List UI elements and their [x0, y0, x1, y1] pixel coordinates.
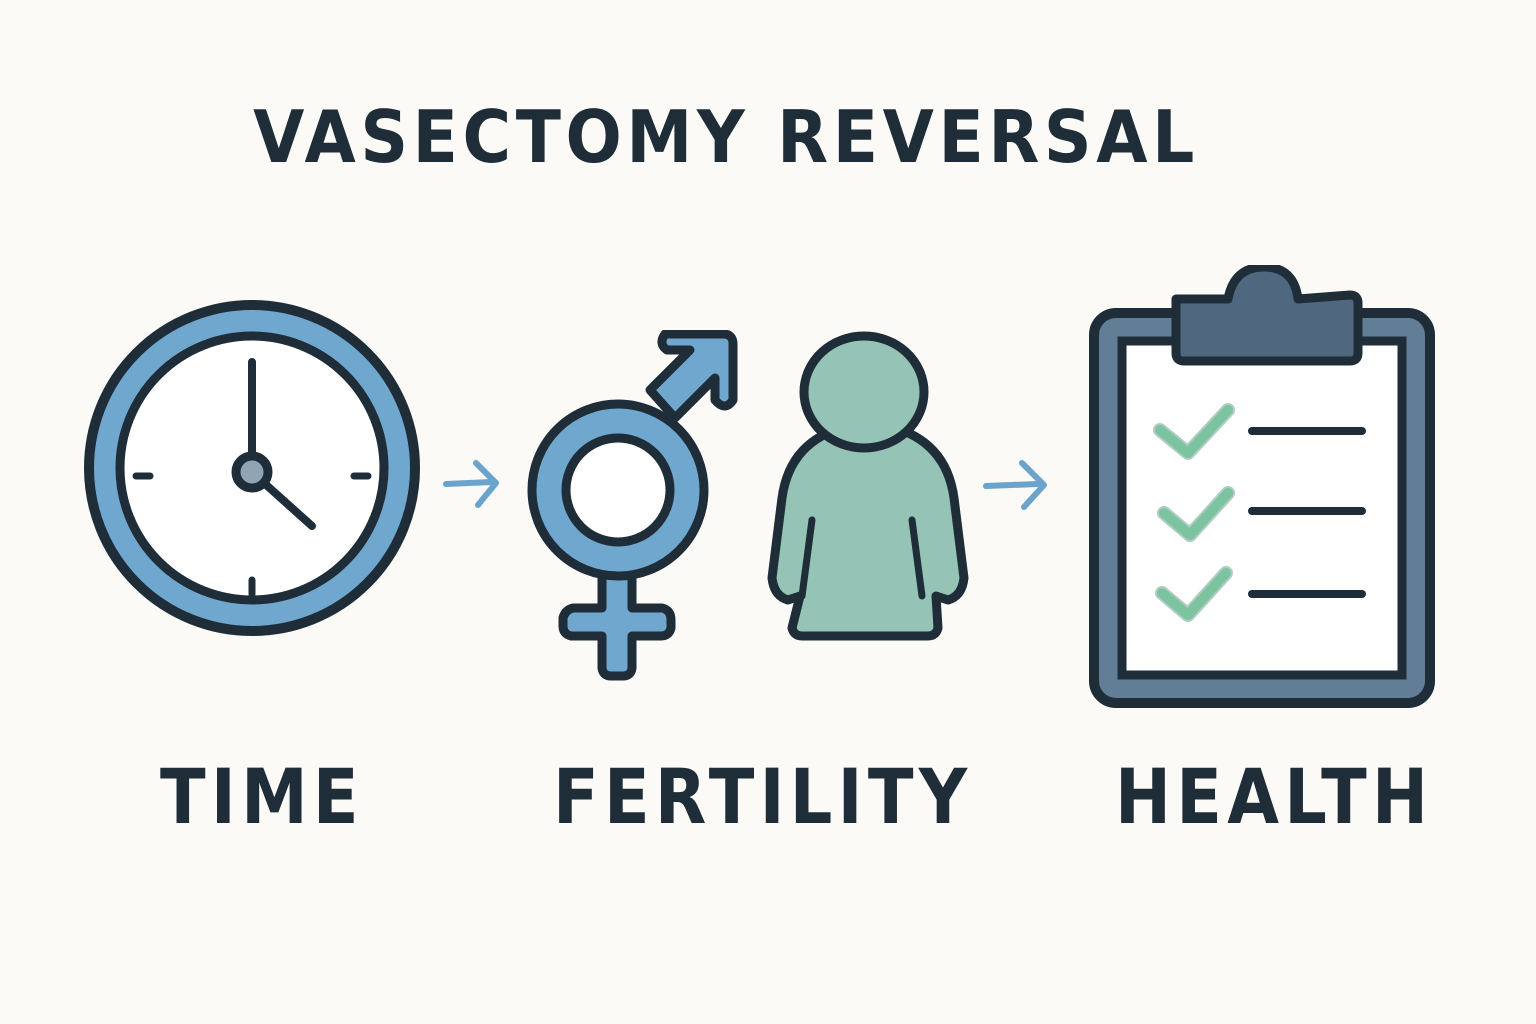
- gender-symbol-icon: [527, 330, 738, 681]
- person-icon: [767, 331, 969, 641]
- step-label-health: HEALTH: [1115, 752, 1477, 842]
- arrow-right-icon: [443, 460, 499, 508]
- step-label-fertility: FERTILITY: [553, 752, 1030, 842]
- step-label-time: TIME: [160, 752, 392, 842]
- clipboard-checklist-icon: [1089, 265, 1435, 708]
- clock-icon: [84, 300, 420, 636]
- label-text: TIME: [160, 752, 364, 841]
- diagram-title: VASECTOMY REVERSAL: [0, 92, 1466, 182]
- label-text: FERTILITY: [553, 752, 973, 841]
- arrow-right-icon: [983, 460, 1047, 510]
- title-text: VASECTOMY REVERSAL: [253, 95, 1199, 179]
- label-text: HEALTH: [1115, 752, 1434, 841]
